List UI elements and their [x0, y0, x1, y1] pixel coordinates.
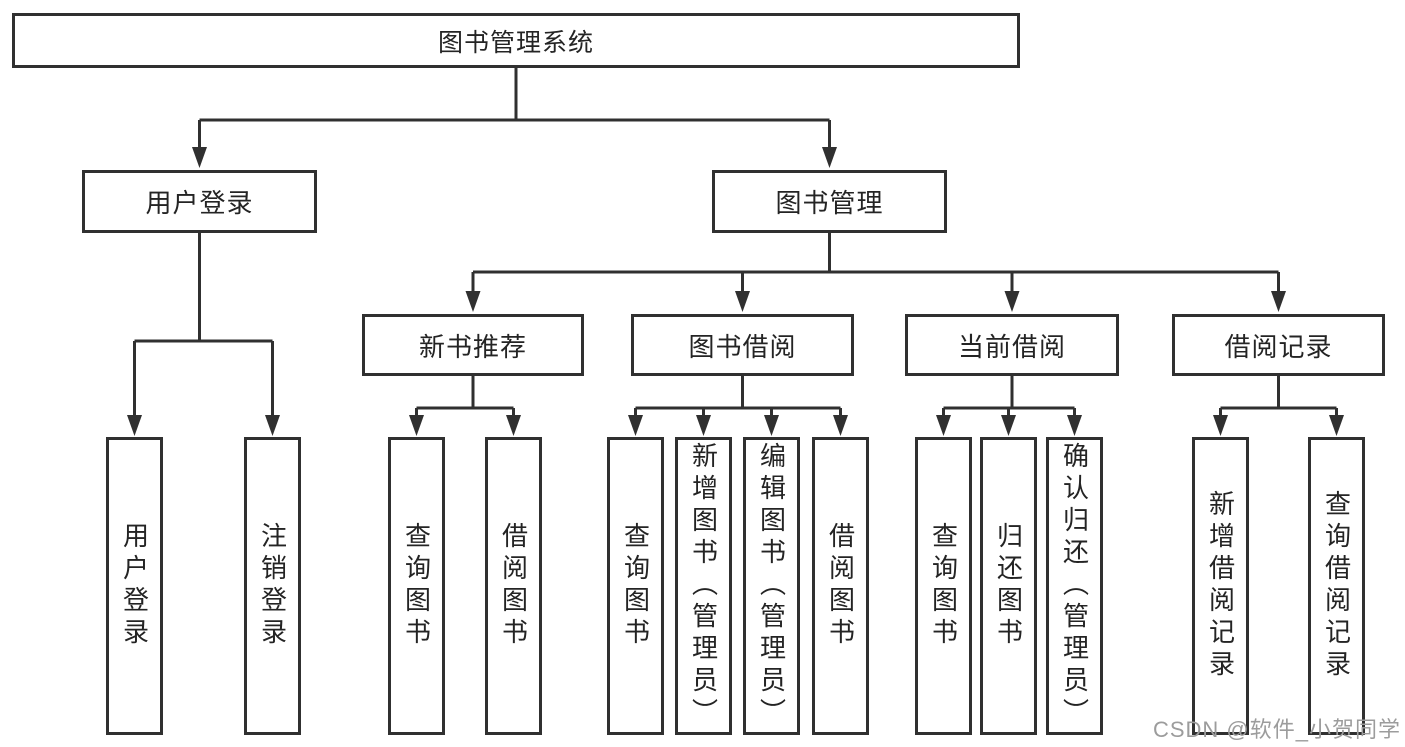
leaf-label: 新增借阅记录	[1205, 490, 1236, 682]
leaf-label: 借阅图书	[825, 522, 856, 650]
leaf-logout: 注销登录	[244, 437, 301, 735]
leaf-label: 借阅图书	[498, 522, 529, 650]
node-new-book-recommendation: 新书推荐	[362, 314, 584, 376]
arrowhead-icons	[127, 147, 1344, 436]
node-current-borrowing: 当前借阅	[905, 314, 1119, 376]
leaf-query-borrow-record: 查询借阅记录	[1308, 437, 1365, 735]
leaf-label: 编辑图书（管理员）	[756, 442, 787, 730]
leaf-borrow-books-recommend: 借阅图书	[485, 437, 542, 735]
leaf-label: 查询图书	[928, 522, 959, 650]
node-book-borrowing: 图书借阅	[631, 314, 854, 376]
leaf-query-books-current: 查询图书	[915, 437, 972, 735]
node-label: 图书借阅	[688, 331, 797, 362]
node-label: 当前借阅	[957, 331, 1066, 362]
leaf-add-books-admin: 新增图书（管理员）	[675, 437, 732, 735]
node-label: 用户登录	[145, 188, 254, 218]
leaf-edit-books-admin: 编辑图书（管理员）	[743, 437, 800, 735]
leaf-return-books: 归还图书	[980, 437, 1037, 735]
leaf-add-borrow-record: 新增借阅记录	[1192, 437, 1249, 735]
leaf-borrow-books-borrowing: 借阅图书	[812, 437, 869, 735]
leaf-label: 查询图书	[401, 522, 432, 650]
leaf-label: 用户登录	[119, 522, 150, 650]
node-library-management-system: 图书管理系统	[12, 13, 1020, 68]
node-borrowing-records: 借阅记录	[1172, 314, 1385, 376]
leaf-confirm-return-admin: 确认归还（管理员）	[1046, 437, 1103, 735]
node-label: 图书管理系统	[437, 28, 594, 57]
leaf-label: 归还图书	[993, 522, 1024, 650]
leaf-label: 查询图书	[620, 522, 651, 650]
leaf-label: 查询借阅记录	[1321, 490, 1352, 682]
connector-stems	[133, 68, 1338, 418]
node-label: 新书推荐	[418, 331, 527, 362]
node-label: 借阅记录	[1224, 331, 1333, 362]
leaf-query-books-borrowing: 查询图书	[607, 437, 664, 735]
leaf-label: 注销登录	[257, 522, 288, 650]
leaf-label: 确认归还（管理员）	[1059, 442, 1090, 730]
csdn-watermark: CSDN @软件_小贺同学	[1152, 717, 1401, 742]
node-label: 图书管理	[775, 188, 884, 218]
leaf-label: 新增图书（管理员）	[688, 442, 719, 730]
node-book-management: 图书管理	[712, 170, 947, 233]
node-user-login: 用户登录	[82, 170, 317, 233]
leaf-query-books-recommend: 查询图书	[388, 437, 445, 735]
leaf-user-login: 用户登录	[106, 437, 163, 735]
